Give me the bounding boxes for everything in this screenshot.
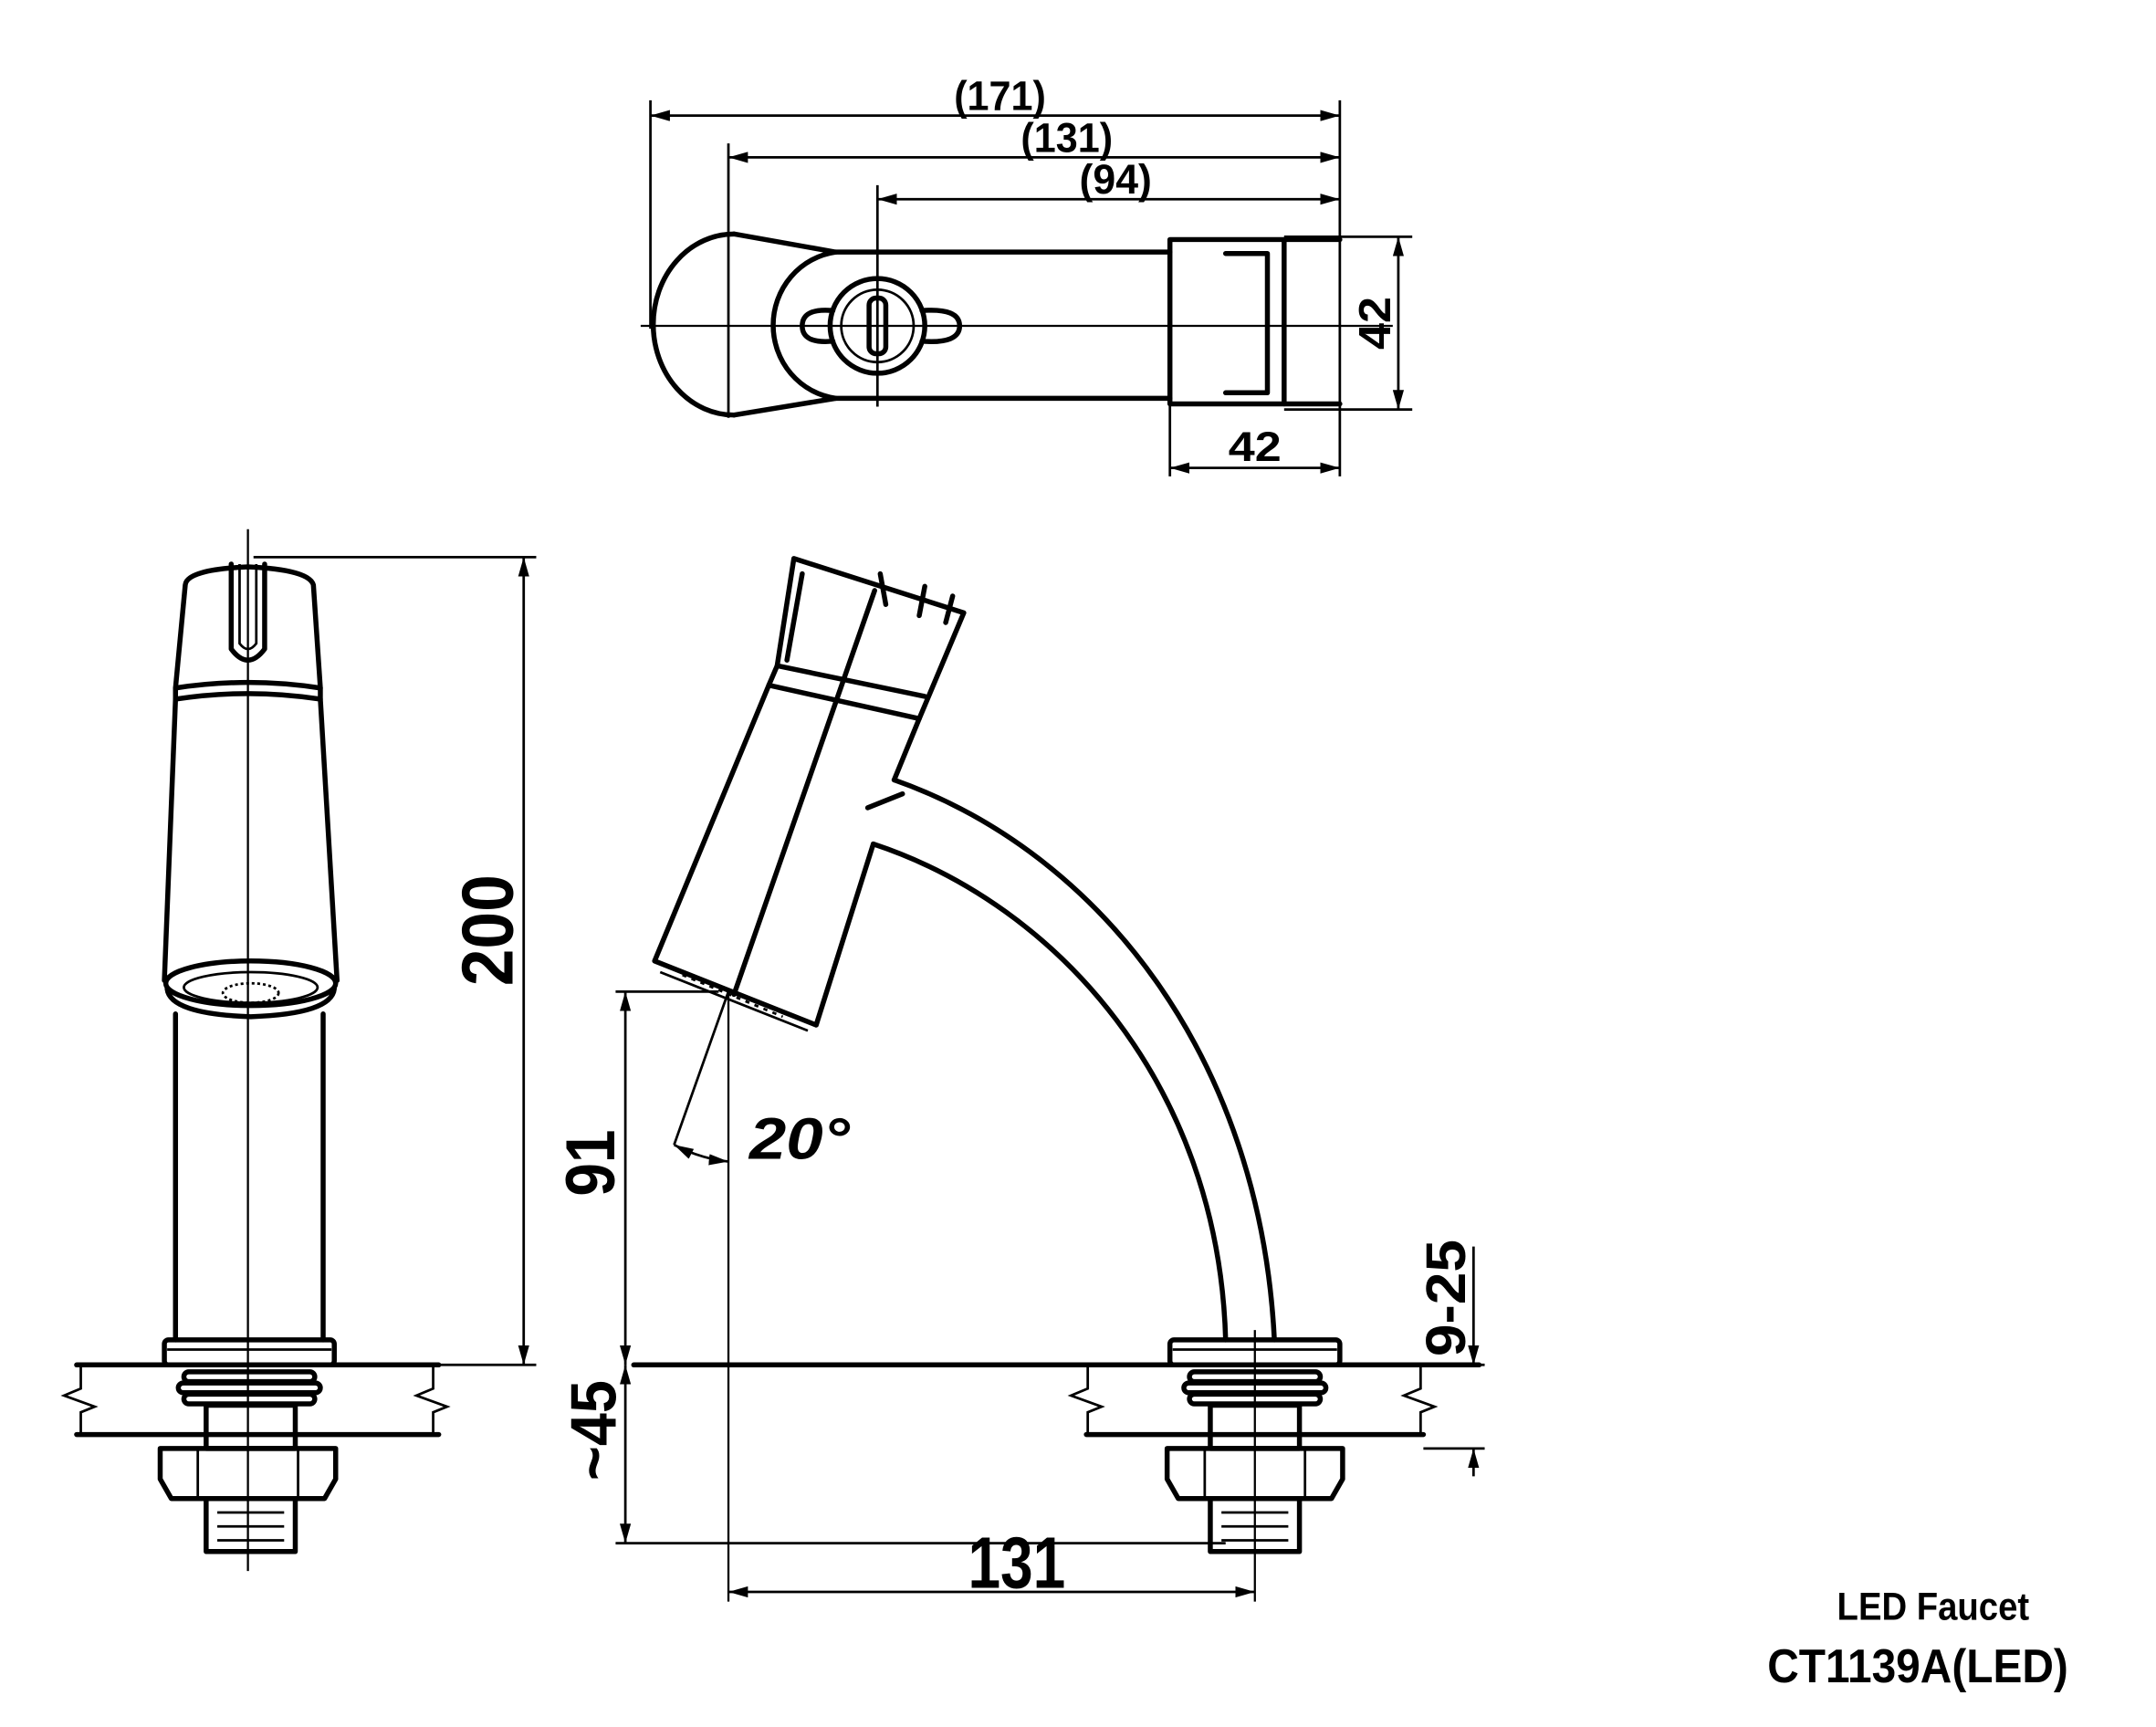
body-sides bbox=[162, 696, 340, 983]
aerator-grill bbox=[682, 973, 784, 1019]
dim-label-middle: (131) bbox=[1020, 114, 1113, 161]
top-view-outline bbox=[640, 231, 1393, 418]
dim-label-below-deck: ~45 bbox=[557, 1380, 629, 1481]
side-view: 91 ~45 131 20° 9-25 bbox=[552, 556, 1485, 1603]
body-bottom bbox=[164, 986, 337, 1020]
knob-outer bbox=[827, 276, 927, 376]
front-view: 200 bbox=[60, 529, 537, 1572]
break-mark bbox=[1067, 1365, 1105, 1435]
product-name: LED Faucet bbox=[1837, 1586, 2030, 1629]
dim-label-overall: (171) bbox=[954, 73, 1046, 120]
bolt-threads bbox=[217, 1511, 285, 1542]
top-view-dimensions: (171) (131) (94) 42 42 bbox=[649, 73, 1413, 476]
dim-label-short: (94) bbox=[1080, 156, 1152, 203]
angle-reference-line bbox=[673, 990, 730, 1146]
dim-label-width: 42 bbox=[1351, 297, 1400, 350]
body-midline bbox=[731, 588, 877, 998]
handle-groove bbox=[228, 561, 267, 663]
dim-label-angle: 20° bbox=[748, 1105, 850, 1171]
top-view: (171) (131) (94) 42 42 bbox=[640, 73, 1413, 476]
lock-nut bbox=[157, 1446, 339, 1502]
dim-label-spout-height: 91 bbox=[552, 1129, 630, 1196]
handle-band bbox=[173, 686, 323, 702]
spout-arm-inner bbox=[870, 841, 1229, 1343]
aerator-edge bbox=[659, 970, 809, 1032]
lock-nut-faces bbox=[196, 1448, 299, 1499]
knob-center-slot bbox=[866, 295, 889, 357]
handle-cap bbox=[173, 564, 323, 691]
handle-groove-inner bbox=[238, 563, 258, 651]
handle-band-lower bbox=[766, 682, 922, 722]
lock-nut bbox=[1164, 1446, 1345, 1502]
knob-lobe-left bbox=[800, 308, 836, 344]
spout-arm-outer bbox=[891, 777, 1277, 1343]
handle-band-upper bbox=[774, 663, 927, 699]
dim-label-reach: 131 bbox=[968, 1522, 1065, 1603]
dim-label-height: 200 bbox=[447, 874, 529, 986]
break-mark bbox=[60, 1365, 99, 1435]
handle-ridge bbox=[784, 570, 805, 663]
break-mark bbox=[413, 1365, 451, 1435]
title-block: LED Faucet CT1139A(LED) bbox=[1767, 1586, 2068, 1693]
aerator-screen bbox=[221, 981, 280, 1004]
handle-grip-ticks bbox=[877, 570, 956, 625]
dim-label-deck-thickness: 9-25 bbox=[1415, 1240, 1477, 1356]
hub-outline bbox=[770, 249, 839, 402]
knob-inner bbox=[840, 288, 916, 364]
angle-arc bbox=[673, 1143, 729, 1166]
bolt bbox=[204, 1496, 298, 1554]
lock-nut-faces bbox=[1203, 1448, 1307, 1499]
dim-label-depth: 42 bbox=[1229, 424, 1282, 470]
break-mark bbox=[1400, 1365, 1439, 1435]
handle-end-outline bbox=[650, 231, 737, 418]
spout-outlet-inner bbox=[1222, 250, 1271, 396]
knob-lobe-right bbox=[919, 308, 963, 344]
stem-sides bbox=[173, 1011, 326, 1343]
aerator-outer bbox=[162, 958, 339, 1009]
spout-head-outline bbox=[652, 556, 967, 1028]
model-number: CT1139A(LED) bbox=[1767, 1639, 2068, 1692]
aerator-inner bbox=[183, 970, 319, 1004]
arm-junction-ridge bbox=[864, 790, 905, 811]
